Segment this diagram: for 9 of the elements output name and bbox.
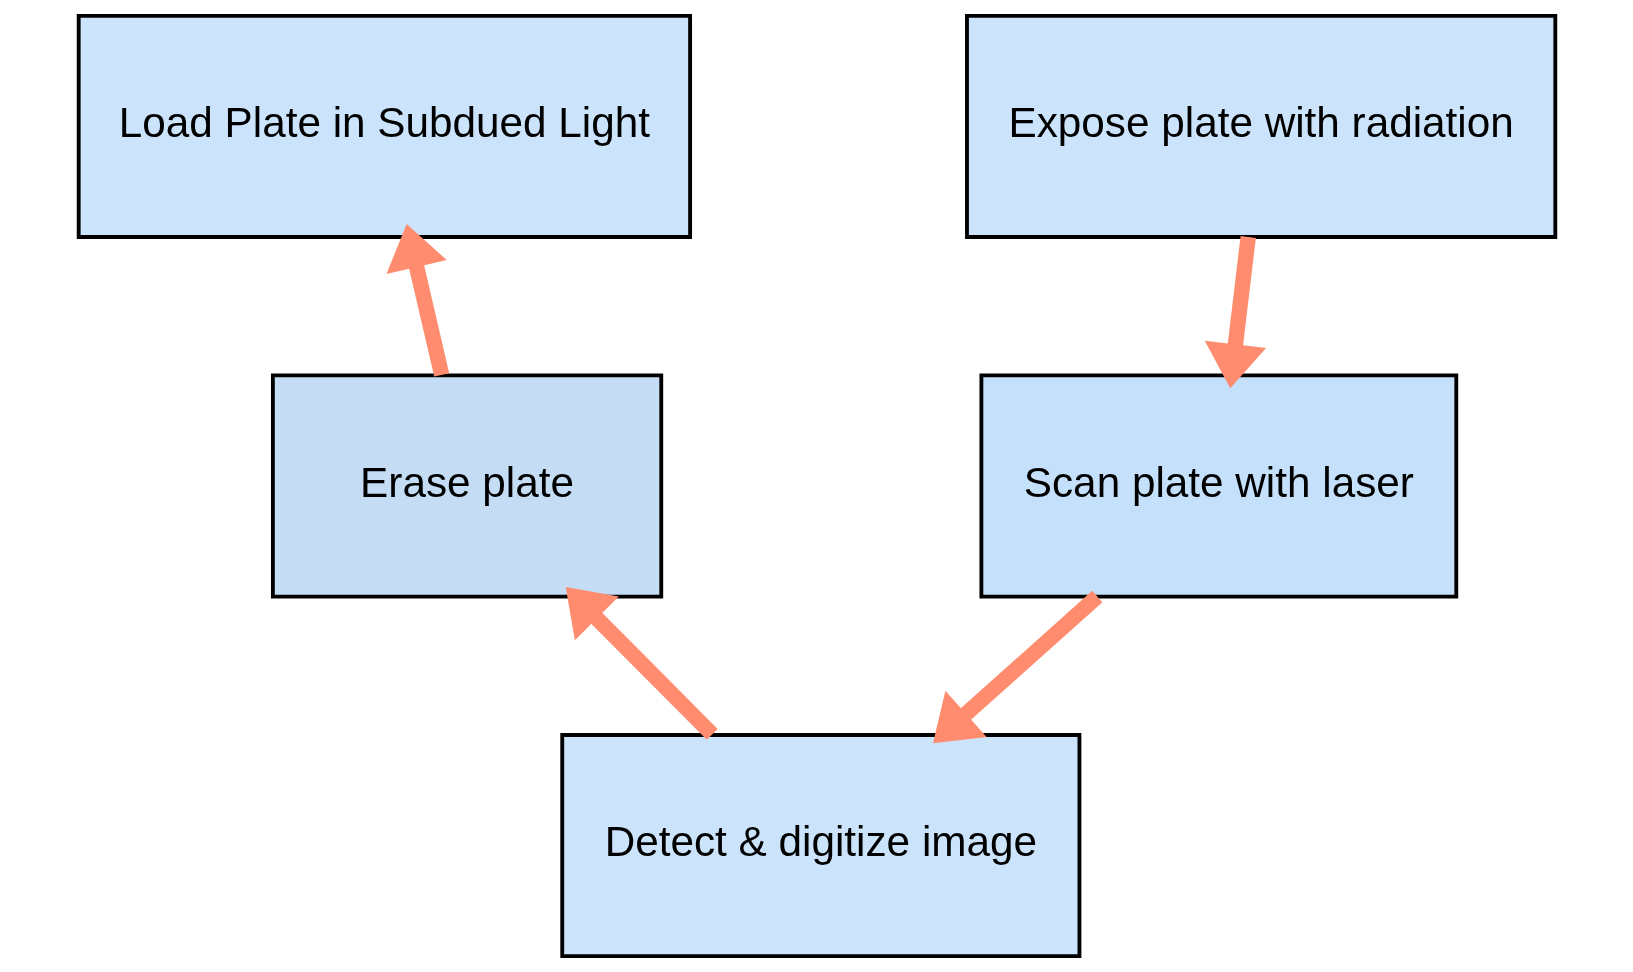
node-box: Expose plate with radiation	[964, 13, 1557, 239]
node-box: Detect & digitize image	[559, 733, 1081, 959]
arrow	[1204, 236, 1266, 389]
node-box: Scan plate with laser	[978, 373, 1458, 599]
arrow	[565, 587, 718, 740]
node-box: Erase plate	[270, 373, 663, 599]
arrow	[932, 590, 1102, 744]
arrow	[386, 223, 449, 377]
node-box: Load Plate in Subdued Light	[76, 13, 692, 239]
